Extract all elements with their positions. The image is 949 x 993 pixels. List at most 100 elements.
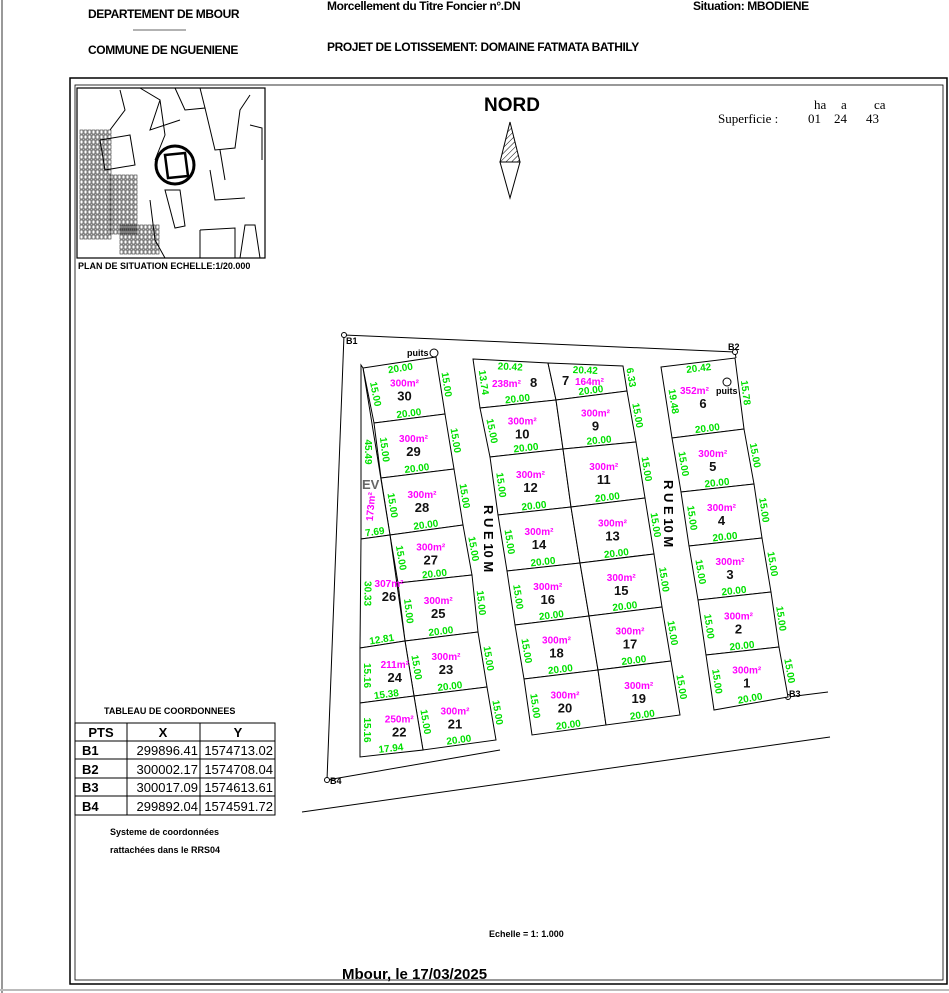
parcel-area: 300m² <box>533 582 563 593</box>
place-date: Mbour, le 17/03/2025 <box>342 966 487 983</box>
dimension-label: 15.00 <box>483 418 499 445</box>
point-b4: B4 <box>330 776 342 786</box>
dimension-label: 20.42 <box>497 361 523 373</box>
parcel-number: 21 <box>448 716 462 731</box>
unit-ca: ca <box>874 97 886 112</box>
col-header-x: X <box>159 725 168 740</box>
parcel-number: 23 <box>439 662 453 677</box>
dimension-label: 20.00 <box>629 708 656 722</box>
unit-ha: ha <box>814 97 827 112</box>
point-b3: B3 <box>789 689 801 699</box>
coord-system-note: rattachées dans le RRS04 <box>110 845 220 855</box>
parcel-area: 300m² <box>598 519 628 530</box>
dimension-label: 15.00 <box>684 505 699 532</box>
north-arrow-icon <box>499 121 521 200</box>
dimension-label: 15.78 <box>738 380 752 407</box>
parcel-area: 211m² <box>381 660 410 671</box>
situation-plan-map <box>76 87 266 259</box>
parcel-area: 300m² <box>508 417 538 428</box>
situation-label: Situation: MBODIENE <box>693 0 809 13</box>
parcel-area: 300m² <box>581 409 611 420</box>
point-b1: B1 <box>346 336 358 346</box>
parcel-area: 300m² <box>441 706 471 717</box>
parcel-number: 7 <box>562 373 569 388</box>
commune-label: COMMUNE DE NGUENIENE <box>88 43 238 57</box>
parcel-number: 17 <box>623 637 637 652</box>
dimension-label: 15.00 <box>527 693 541 720</box>
dimension-label: 15.00 <box>417 709 432 736</box>
parcel-number: 16 <box>541 592 555 607</box>
parcel-area: 300m² <box>732 665 762 676</box>
situation-plan-caption: PLAN DE SITUATION ECHELLE:1/20.000 <box>78 261 250 271</box>
parcel-area: 300m² <box>525 527 555 538</box>
parcel-area: 352m² <box>680 386 710 397</box>
coord-x: 299892.04 <box>137 799 198 814</box>
parcel-outline <box>359 695 424 758</box>
dimension-label: 15.00 <box>489 699 504 726</box>
point-b2: B2 <box>728 342 740 352</box>
point-id: B3 <box>82 780 99 795</box>
parcel-area: 300m² <box>607 573 637 584</box>
col-header-pts: PTS <box>88 725 114 740</box>
dimension-label: 15.00 <box>781 658 796 685</box>
parcel-number: 11 <box>597 472 611 487</box>
dimension-label: 15.00 <box>664 620 679 647</box>
parcel-area: 300m² <box>616 627 646 638</box>
coord-x: 299896.41 <box>137 743 198 758</box>
parcel-number: 30 <box>397 389 411 404</box>
dimension-label: 15.00 <box>747 442 762 469</box>
parcel-number: 14 <box>532 537 547 552</box>
parcel-number: 12 <box>523 480 537 495</box>
parcel-number: 13 <box>605 529 619 544</box>
dimension-label: 15.00 <box>675 451 690 478</box>
parcel-area: 250m² <box>385 715 415 726</box>
well-label: puits <box>716 386 738 396</box>
parcel-number: 10 <box>515 427 529 442</box>
parcel-area: 300m² <box>416 543 446 554</box>
parcel-number: 26 <box>382 589 396 604</box>
parcel-area: 300m² <box>589 462 619 473</box>
superficie-label: Superficie : <box>718 111 778 126</box>
parcel-number: 25 <box>431 606 445 621</box>
dimension-label: 15.00 <box>439 371 454 398</box>
dimension-label: 15.00 <box>367 381 383 408</box>
parcel-number: 22 <box>392 725 406 740</box>
dimension-label: 15.00 <box>457 483 472 510</box>
dimension-label: 15.00 <box>401 598 415 625</box>
parcel-number: 9 <box>592 419 599 434</box>
parcel-number: 27 <box>424 553 438 568</box>
parcel-number: 6 <box>699 396 706 411</box>
dimension-label: 20.00 <box>446 733 473 747</box>
parcel-area: 300m² <box>424 596 454 607</box>
dimension-label: 17.94 <box>378 742 405 756</box>
sheet-frame <box>69 77 948 985</box>
